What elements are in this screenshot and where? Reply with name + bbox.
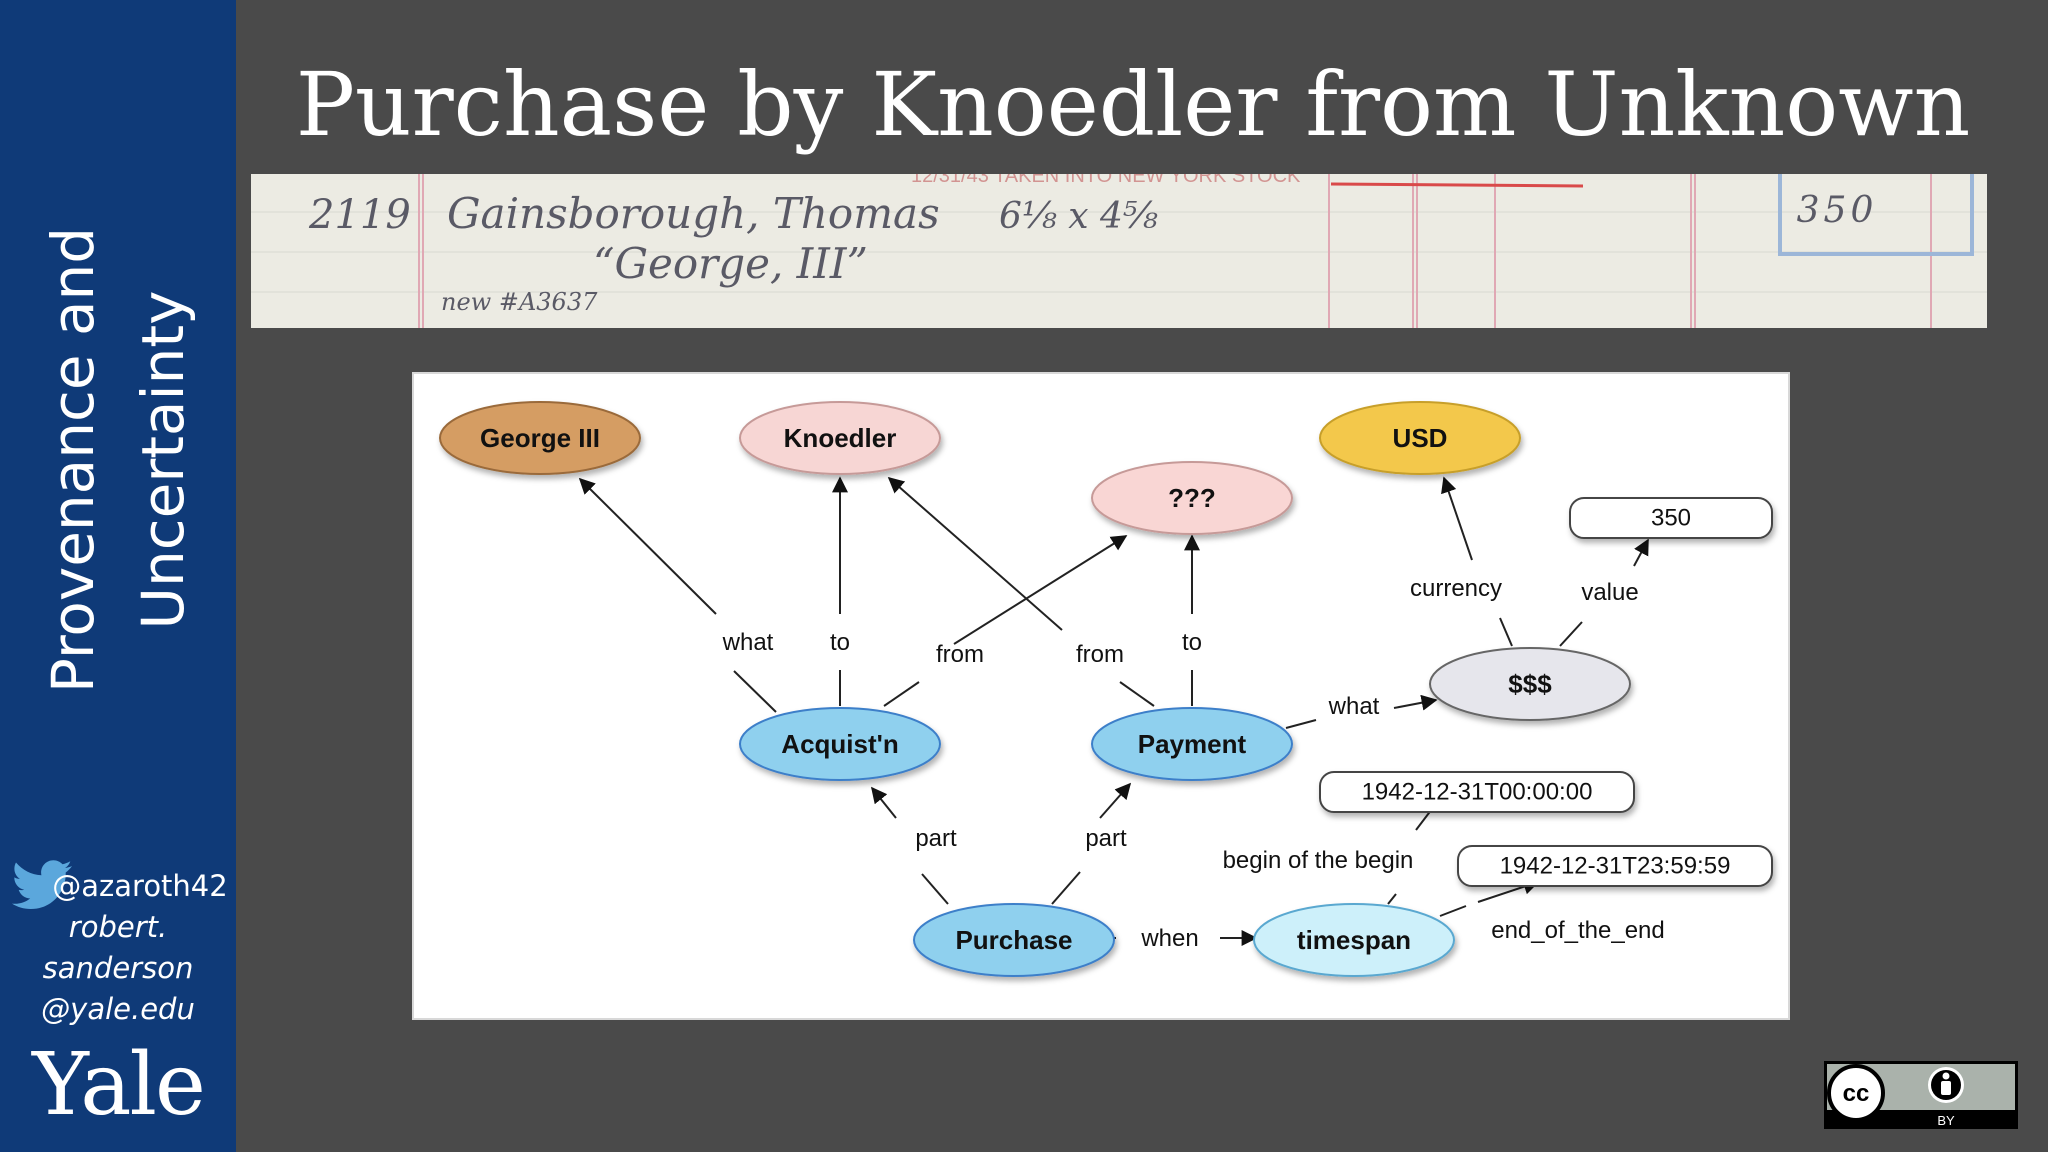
node-george-iii: [439, 401, 641, 475]
sidebar-title-line1: Provenance and: [39, 226, 107, 694]
edge-label-from-2: from: [1076, 641, 1124, 668]
edge-money-usd-line: [1499, 617, 1513, 647]
edge-label-part-1: part: [915, 825, 957, 852]
yale-logo: Yale: [32, 1035, 206, 1135]
edge-purchase-pay-arrow: [1099, 782, 1132, 819]
ledger-artwork: “George, III”: [593, 239, 868, 288]
cc-icon-text: cc: [1843, 1080, 1870, 1107]
edge-label-to-1: to: [830, 629, 850, 656]
edge-acq-george-arrow: [578, 477, 717, 615]
edge-money-value-arrow: [1633, 538, 1649, 567]
ledger-stock-number: 2119: [308, 192, 411, 238]
node-label-end-date: 1942-12-31T23:59:59: [1500, 853, 1731, 880]
edge-label-from-1: from: [936, 641, 984, 668]
price-highlight-box: [1778, 174, 1974, 256]
node-knoedler: [739, 401, 941, 475]
edge-label-currency: currency: [1410, 575, 1502, 602]
email-line-2: sanderson: [42, 951, 194, 985]
ledger-header-note: 12/31/43 TAKEN INTO NEW YORK STOCK: [911, 174, 1301, 187]
edge-label-when: when: [1140, 925, 1198, 952]
email-line-3: @yale.edu: [41, 992, 195, 1026]
node-label-unknown: ???: [1168, 483, 1216, 513]
ledger-new-number: new #A3637: [441, 288, 598, 316]
sidebar-title: Provenance and Uncertainty: [28, 180, 208, 740]
edge-pay-money-line: [1285, 719, 1317, 729]
node-label-purchase: Purchase: [955, 925, 1072, 955]
node-unknown: [1091, 461, 1293, 535]
node-label-usd: USD: [1393, 423, 1448, 453]
edge-acq-unknown-line: [883, 681, 920, 707]
node-label-begin-date: 1942-12-31T00:00:00: [1362, 779, 1593, 806]
node-begin-date: [1319, 771, 1635, 813]
node-label-knoedler: Knoedler: [784, 423, 897, 453]
edge-money-value-line: [1559, 621, 1583, 647]
edge-label-begin-of-begin: begin of the begin: [1223, 847, 1414, 874]
node-payment: [1091, 707, 1293, 781]
slide-title: Purchase by Knoedler from Unknown: [295, 53, 1971, 156]
edge-time-begin-line: [1387, 893, 1397, 905]
node-label-value-350: 350: [1651, 505, 1691, 532]
node-timespan: [1253, 903, 1455, 977]
edge-pay-knoedler-arrow: [887, 476, 1063, 631]
edge-label-to-2: to: [1182, 629, 1202, 656]
contact-info: @azaroth42 robert. sanderson @yale.edu: [0, 866, 236, 1030]
edge-label-value: value: [1581, 579, 1638, 606]
email-line-1: robert.: [68, 910, 168, 944]
sidebar-title-line2: Uncertainty: [129, 290, 197, 630]
edge-acq-george-line: [733, 670, 777, 713]
cc-by-license-badge[interactable]: cc BY: [1824, 1061, 2018, 1129]
edge-label-what-1: what: [722, 629, 774, 656]
ledger-dimensions: 6⅛ x 4⅝: [999, 196, 1158, 237]
edge-time-end-line: [1439, 905, 1467, 917]
ledger-price: 350: [1797, 190, 1878, 231]
ledger-artist: Gainsborough, Thomas: [447, 189, 940, 238]
diagram-panel: what to from from to what currency value…: [412, 372, 1790, 1020]
edge-pay-money-arrow: [1393, 694, 1438, 711]
node-label-acquisition: Acquist'n: [781, 729, 898, 759]
twitter-handle[interactable]: @azaroth42: [52, 869, 228, 903]
node-purchase: [913, 903, 1115, 977]
cc-icon: [1827, 1064, 1885, 1122]
edge-label-what-2: what: [1328, 693, 1380, 720]
edge-purchase-acq-arrow: [871, 786, 897, 819]
node-label-george-iii: George III: [480, 423, 600, 453]
edge-pay-knoedler-line: [1119, 681, 1155, 707]
twitter-bird-icon: [11, 860, 72, 909]
node-value-350: [1569, 497, 1773, 539]
edge-label-part-2: part: [1085, 825, 1127, 852]
by-label: BY: [1937, 1113, 1955, 1128]
edge-purchase-acq-line: [921, 873, 949, 905]
node-label-money: $$$: [1508, 669, 1552, 699]
node-usd: [1319, 401, 1521, 475]
edge-money-usd-arrow: [1441, 476, 1473, 561]
edge-purchase-pay-line: [1051, 871, 1081, 905]
node-money: [1429, 647, 1631, 721]
node-end-date: [1457, 845, 1773, 887]
node-acquisition: [739, 707, 941, 781]
sidebar: Provenance and Uncertainty @azaroth42 ro…: [0, 0, 236, 1152]
node-label-payment: Payment: [1138, 729, 1247, 759]
edge-label-end-of-end: end_of_the_end: [1491, 917, 1665, 944]
ledger-scan: 12/31/43 TAKEN INTO NEW YORK STOCK 2119 …: [251, 174, 1987, 328]
edge-acq-unknown-arrow: [953, 535, 1128, 645]
node-label-timespan: timespan: [1297, 925, 1411, 955]
